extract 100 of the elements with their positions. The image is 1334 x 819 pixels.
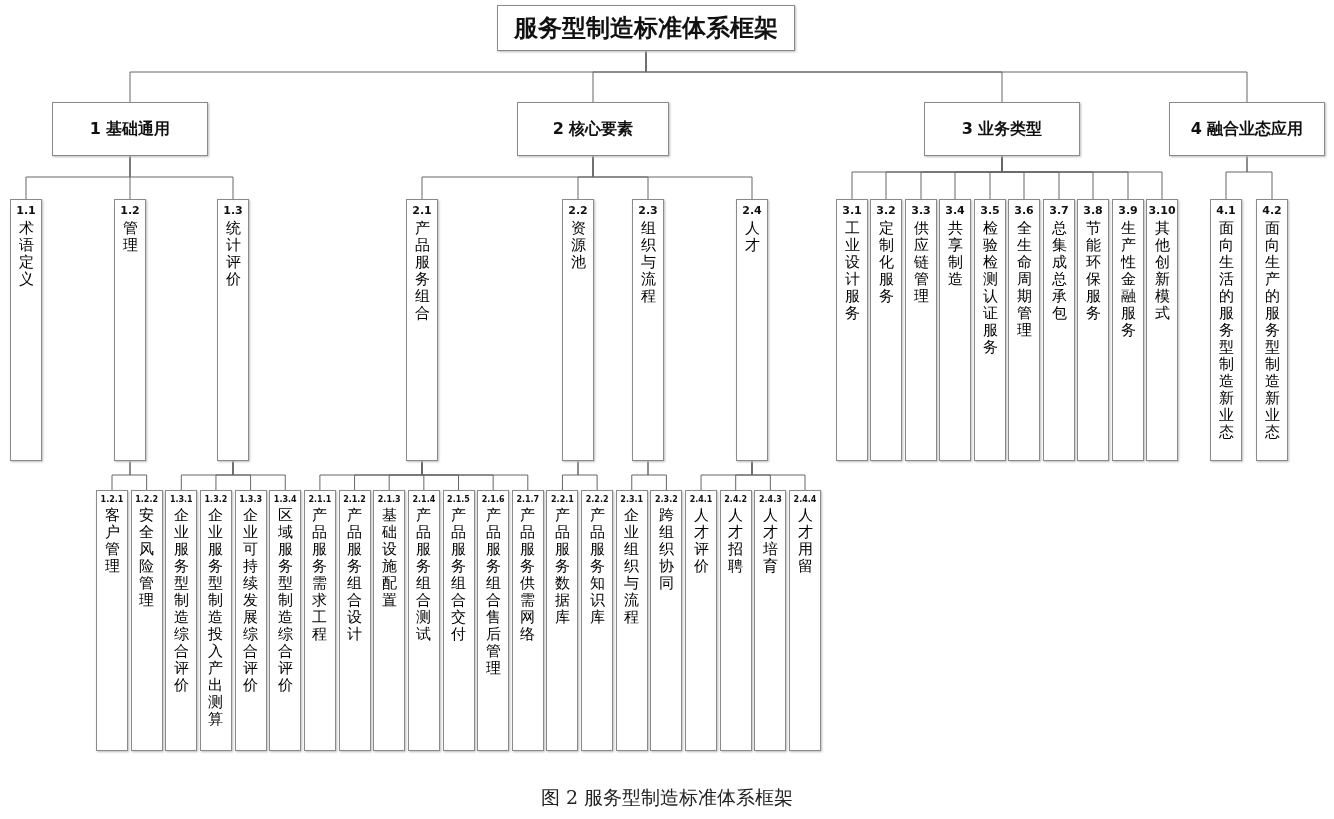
item-number: 2.2 (568, 204, 588, 217)
item-label: 检验检测认证服务 (982, 220, 998, 356)
item-number: 2.4.4 (793, 495, 817, 504)
item-label: 产品服务组合设计 (346, 507, 363, 643)
item-box (870, 199, 902, 461)
item-label: 企业服务型制造综合评价 (173, 507, 190, 694)
item-box (130, 490, 163, 751)
item-number: 3.3 (911, 204, 931, 217)
item-label: 全生命周期管理 (1016, 220, 1032, 339)
connector-line (592, 155, 753, 200)
item-box (269, 490, 302, 751)
item-number: 2.4 (742, 204, 762, 217)
item-box (477, 490, 510, 751)
item-box (650, 490, 683, 751)
item-number: 2.1.1 (308, 495, 332, 504)
item-label: 面向生产的服务型制造新业态 (1264, 220, 1280, 441)
item-box (562, 199, 594, 461)
item-number: 1.3.4 (273, 495, 297, 504)
item-label: 人才招聘 (727, 507, 744, 575)
item-number: 2.4.2 (724, 495, 748, 504)
item-label: 产品服务数据库 (554, 507, 571, 626)
item-box (338, 490, 371, 751)
item-box (581, 490, 614, 751)
item-label: 资源池 (570, 220, 586, 271)
item-box (234, 490, 267, 751)
item-label: 产品服务组合交付 (450, 507, 467, 643)
item-label: 产品服务供需网络 (519, 507, 536, 643)
item-label: 共享制造 (947, 220, 963, 288)
item-box (1112, 199, 1144, 461)
item-number: 2.1.6 (481, 495, 505, 504)
item-number: 4.1 (1216, 204, 1236, 217)
item-number: 3.10 (1148, 204, 1176, 217)
item-box (511, 490, 544, 751)
item-number: 1.3 (223, 204, 243, 217)
item-box (1146, 199, 1178, 461)
item-label: 产品服务需求工程 (311, 507, 328, 643)
item-box (615, 490, 648, 751)
item-number: 2.4.3 (758, 495, 782, 504)
connector-line (1001, 155, 1163, 200)
category-label: 2 核心要素 (552, 118, 634, 140)
item-label: 生产性金融服务 (1120, 220, 1136, 339)
item-number: 1.2 (120, 204, 140, 217)
item-number: 3.1 (842, 204, 862, 217)
item-number: 2.1 (412, 204, 432, 217)
connector-line (232, 460, 286, 491)
item-number: 2.1.5 (447, 495, 470, 504)
item-box (546, 490, 579, 751)
item-box (303, 490, 336, 751)
item-number: 2.2.2 (585, 495, 609, 504)
item-label: 人才 (744, 220, 760, 254)
item-box (736, 199, 768, 461)
connector-line (1246, 155, 1273, 200)
item-number: 3.9 (1118, 204, 1138, 217)
item-number: 2.3.2 (655, 495, 678, 504)
item-label: 企业服务型制造投入产出测算 (207, 507, 224, 728)
item-number: 2.3 (638, 204, 658, 217)
item-number: 2.1.3 (377, 495, 401, 504)
category-box (924, 102, 1080, 156)
category-box (52, 102, 208, 156)
item-box (217, 199, 249, 461)
item-box (1008, 199, 1040, 461)
item-label: 产品服务组合售后管理 (485, 507, 502, 677)
item-number: 3.7 (1049, 204, 1069, 217)
item-label: 产品服务组合 (414, 220, 430, 322)
item-number: 1.3.1 (169, 495, 193, 504)
connector-line (129, 460, 148, 491)
item-label: 企业可持续发展综合评价 (242, 507, 259, 694)
item-number: 3.5 (980, 204, 1000, 217)
category-label: 4 融合业态应用 (1190, 118, 1304, 140)
item-number: 3.2 (876, 204, 896, 217)
figure-caption: 图 2 服务型制造标准体系框架 (540, 785, 794, 810)
item-box (939, 199, 971, 461)
item-box (685, 490, 718, 751)
item-label: 面向生活的服务型制造新业态 (1218, 220, 1234, 441)
item-number: 2.4.1 (689, 495, 713, 504)
item-number: 1.3.3 (239, 495, 262, 504)
title-box (497, 5, 795, 51)
item-box (1043, 199, 1075, 461)
item-box (719, 490, 752, 751)
category-box (517, 102, 669, 156)
item-box (406, 199, 438, 461)
connector-line (577, 460, 598, 491)
item-box (1256, 199, 1288, 461)
item-number: 3.4 (945, 204, 965, 217)
item-box (974, 199, 1006, 461)
item-label: 管理 (122, 220, 138, 254)
item-label: 人才评价 (693, 507, 710, 575)
item-label: 安全风险管理 (138, 507, 155, 609)
item-number: 4.2 (1262, 204, 1282, 217)
item-label: 总集成总承包 (1051, 220, 1067, 322)
item-number: 1.2.1 (100, 495, 124, 504)
connector-line (129, 155, 234, 200)
item-label: 跨组织协同 (658, 507, 675, 592)
item-number: 2.1.4 (412, 495, 436, 504)
item-number: 2.1.7 (516, 495, 540, 504)
item-box (442, 490, 475, 751)
connector-line (645, 50, 1248, 103)
item-label: 术语定义 (18, 220, 34, 288)
connector-line (647, 460, 667, 491)
item-label: 区域服务型制造综合评价 (277, 507, 294, 694)
